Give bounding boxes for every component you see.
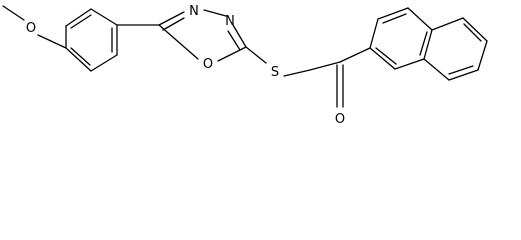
naph-bond (369, 47, 396, 70)
s-ch2-bond (283, 69, 311, 77)
molecule-structure: O N N O S O (2, 4, 488, 127)
naph-double-bond (463, 23, 482, 42)
oxadiazole-bond (232, 24, 247, 48)
oxadiazole-ring (158, 9, 247, 62)
oxadiazole-double-bond (227, 30, 241, 51)
naph-bond (462, 17, 488, 42)
ring-a-double-bond (70, 47, 91, 66)
naph-bond (423, 29, 433, 60)
carbonyl-naphthyl-bond (339, 47, 371, 63)
naph-bond (448, 69, 479, 81)
methoxy-aryl-bond (37, 34, 67, 49)
oxadiazole-bond (158, 24, 199, 60)
thioether-sulfur-label: S (271, 65, 279, 80)
c-s-bond (245, 46, 267, 64)
ring-a-bond (65, 8, 92, 27)
naph-bond (431, 17, 464, 31)
ring-a-bond (90, 8, 118, 26)
naph-bond (377, 7, 409, 20)
oxadiazole-double-bond (162, 17, 185, 31)
naphthalene-ring-1 (369, 7, 433, 70)
methyl-bond (2, 5, 25, 21)
ch2-carbonyl-bond (309, 61, 341, 71)
ring-a-double-bond (70, 14, 92, 29)
naph-bond (394, 58, 425, 70)
naph-double-bond (419, 31, 428, 56)
methoxyphenyl-ring (65, 8, 118, 72)
methoxy-oxygen-label: O (26, 21, 36, 36)
oxadiazole-bond (203, 9, 227, 17)
naph-double-bond (448, 65, 474, 75)
naph-bond (369, 18, 379, 49)
oxadiazole-oxygen-label: O (203, 57, 213, 72)
oxadiazole-bond (158, 11, 185, 26)
ring-a-bond (65, 47, 92, 72)
naph-bond (477, 40, 488, 71)
naph-double-bond (382, 13, 407, 24)
oxadiazole-n4-label: N (225, 14, 235, 29)
carbonyl-oxygen-label: O (335, 112, 345, 127)
oxadiazole-bond (217, 46, 247, 62)
methoxy-group (2, 5, 67, 49)
thioether-linker (245, 46, 341, 77)
ring-a-bond (90, 54, 118, 72)
naph-bond (407, 7, 433, 31)
oxadiazole-n3-label: N (189, 4, 199, 19)
naphthalene-ring-2 (423, 17, 488, 81)
naph-double-bond (375, 47, 397, 65)
carbonyl-group (336, 47, 371, 108)
naph-bond (423, 58, 450, 81)
